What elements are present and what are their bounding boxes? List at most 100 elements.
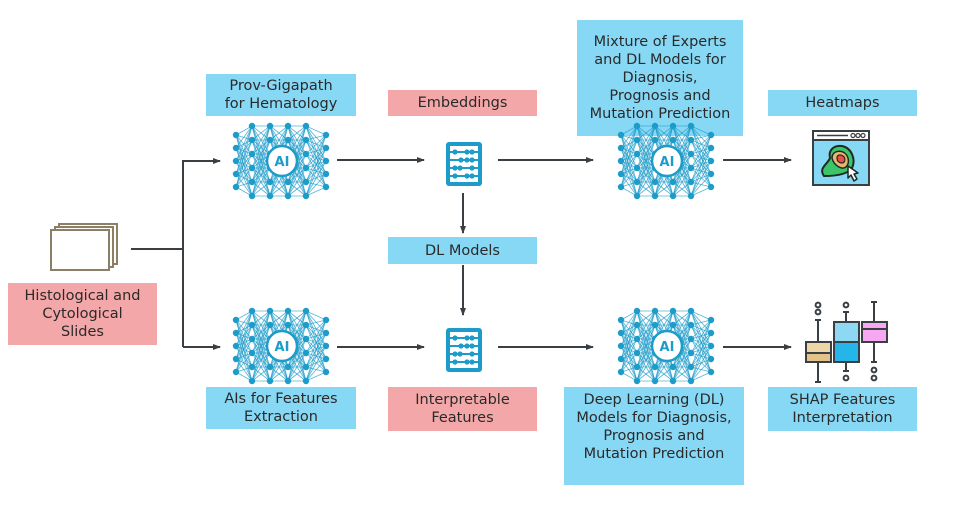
network-node <box>669 307 677 315</box>
network-node <box>651 321 659 329</box>
network-connection <box>672 139 692 197</box>
network-node <box>284 178 292 186</box>
network-connection <box>690 125 712 136</box>
network-node <box>232 316 240 324</box>
network-connection <box>620 332 638 368</box>
network-connection <box>287 310 307 326</box>
network-connection <box>305 319 327 382</box>
network-node <box>617 342 625 350</box>
network-connection <box>305 319 327 368</box>
network-connection <box>305 338 327 373</box>
network-connection <box>620 153 638 188</box>
network-node <box>707 144 715 152</box>
neural-network-icon: AI <box>617 307 715 385</box>
network-connection <box>620 167 638 188</box>
network-node <box>248 321 256 329</box>
network-node <box>248 377 256 385</box>
network-node <box>707 329 715 337</box>
network-connection <box>305 338 327 360</box>
network-node <box>617 316 625 324</box>
network-connection <box>690 338 712 360</box>
network-node <box>322 329 330 337</box>
network-connection <box>251 324 271 382</box>
network-connection <box>690 173 712 197</box>
network-connection <box>269 310 289 326</box>
network-connection <box>690 134 712 155</box>
network-node <box>302 136 310 144</box>
network-node <box>266 321 274 329</box>
ai-badge-text: AI <box>275 340 290 355</box>
network-connection <box>654 310 674 326</box>
network-connection <box>305 352 327 373</box>
network-node <box>284 192 292 200</box>
network-node <box>669 136 677 144</box>
network-node <box>687 164 695 172</box>
dl-models-label: DL Models <box>388 237 537 264</box>
network-node <box>284 363 292 371</box>
network-node <box>707 355 715 363</box>
network-connection <box>690 310 712 321</box>
network-connection <box>305 147 327 197</box>
network-node <box>248 349 256 357</box>
network-node <box>322 316 330 324</box>
interpretable-features-label: Interpretable Features <box>388 387 537 431</box>
network-connection <box>251 181 271 197</box>
network-node <box>232 131 240 139</box>
network-node <box>617 329 625 337</box>
network-connection <box>305 134 327 197</box>
network-node <box>651 122 659 130</box>
network-node <box>633 150 641 158</box>
network-node <box>687 349 695 357</box>
network-connection <box>305 134 327 155</box>
network-connection <box>636 324 656 382</box>
network-node <box>302 307 310 315</box>
ai-badge-text: AI <box>275 155 290 170</box>
network-node <box>284 321 292 329</box>
network-connection <box>636 125 656 141</box>
network-connection <box>690 358 712 382</box>
network-connection <box>690 319 712 368</box>
abacus-icon <box>446 142 482 186</box>
network-node <box>266 136 274 144</box>
network-node <box>651 307 659 315</box>
network-node <box>669 192 677 200</box>
moe-label: Mixture of Experts and DL Models for Dia… <box>577 20 743 136</box>
network-connection <box>235 147 253 183</box>
network-connection <box>235 310 253 347</box>
network-connection <box>305 332 327 382</box>
network-node <box>322 355 330 363</box>
network-connection <box>690 324 712 347</box>
network-node <box>617 144 625 152</box>
network-node <box>633 349 641 357</box>
network-connection <box>690 319 712 382</box>
network-connection <box>690 153 712 188</box>
network-connection <box>305 153 327 188</box>
network-connection <box>305 358 327 382</box>
network-node <box>248 122 256 130</box>
network-node <box>707 342 715 350</box>
network-node <box>687 363 695 371</box>
network-node <box>266 178 274 186</box>
network-node <box>232 368 240 376</box>
network-node <box>232 170 240 178</box>
network-connection <box>235 310 253 360</box>
network-connection <box>636 125 656 169</box>
network-connection <box>305 125 327 136</box>
network-connection <box>251 125 271 183</box>
network-connection <box>636 310 656 354</box>
network-connection <box>305 134 327 169</box>
ai-badge-ring <box>650 144 684 178</box>
network-connection <box>690 139 712 175</box>
neural-network-icon: AI <box>232 122 330 200</box>
network-connection <box>235 125 253 188</box>
network-node <box>248 192 256 200</box>
network-node <box>707 131 715 139</box>
network-connection <box>636 125 656 197</box>
network-connection <box>690 134 712 141</box>
network-connection <box>251 366 271 382</box>
network-connection <box>636 125 656 155</box>
network-connection <box>305 153 327 175</box>
network-connection <box>690 324 712 360</box>
network-connection <box>305 173 327 197</box>
network-node <box>248 164 256 172</box>
